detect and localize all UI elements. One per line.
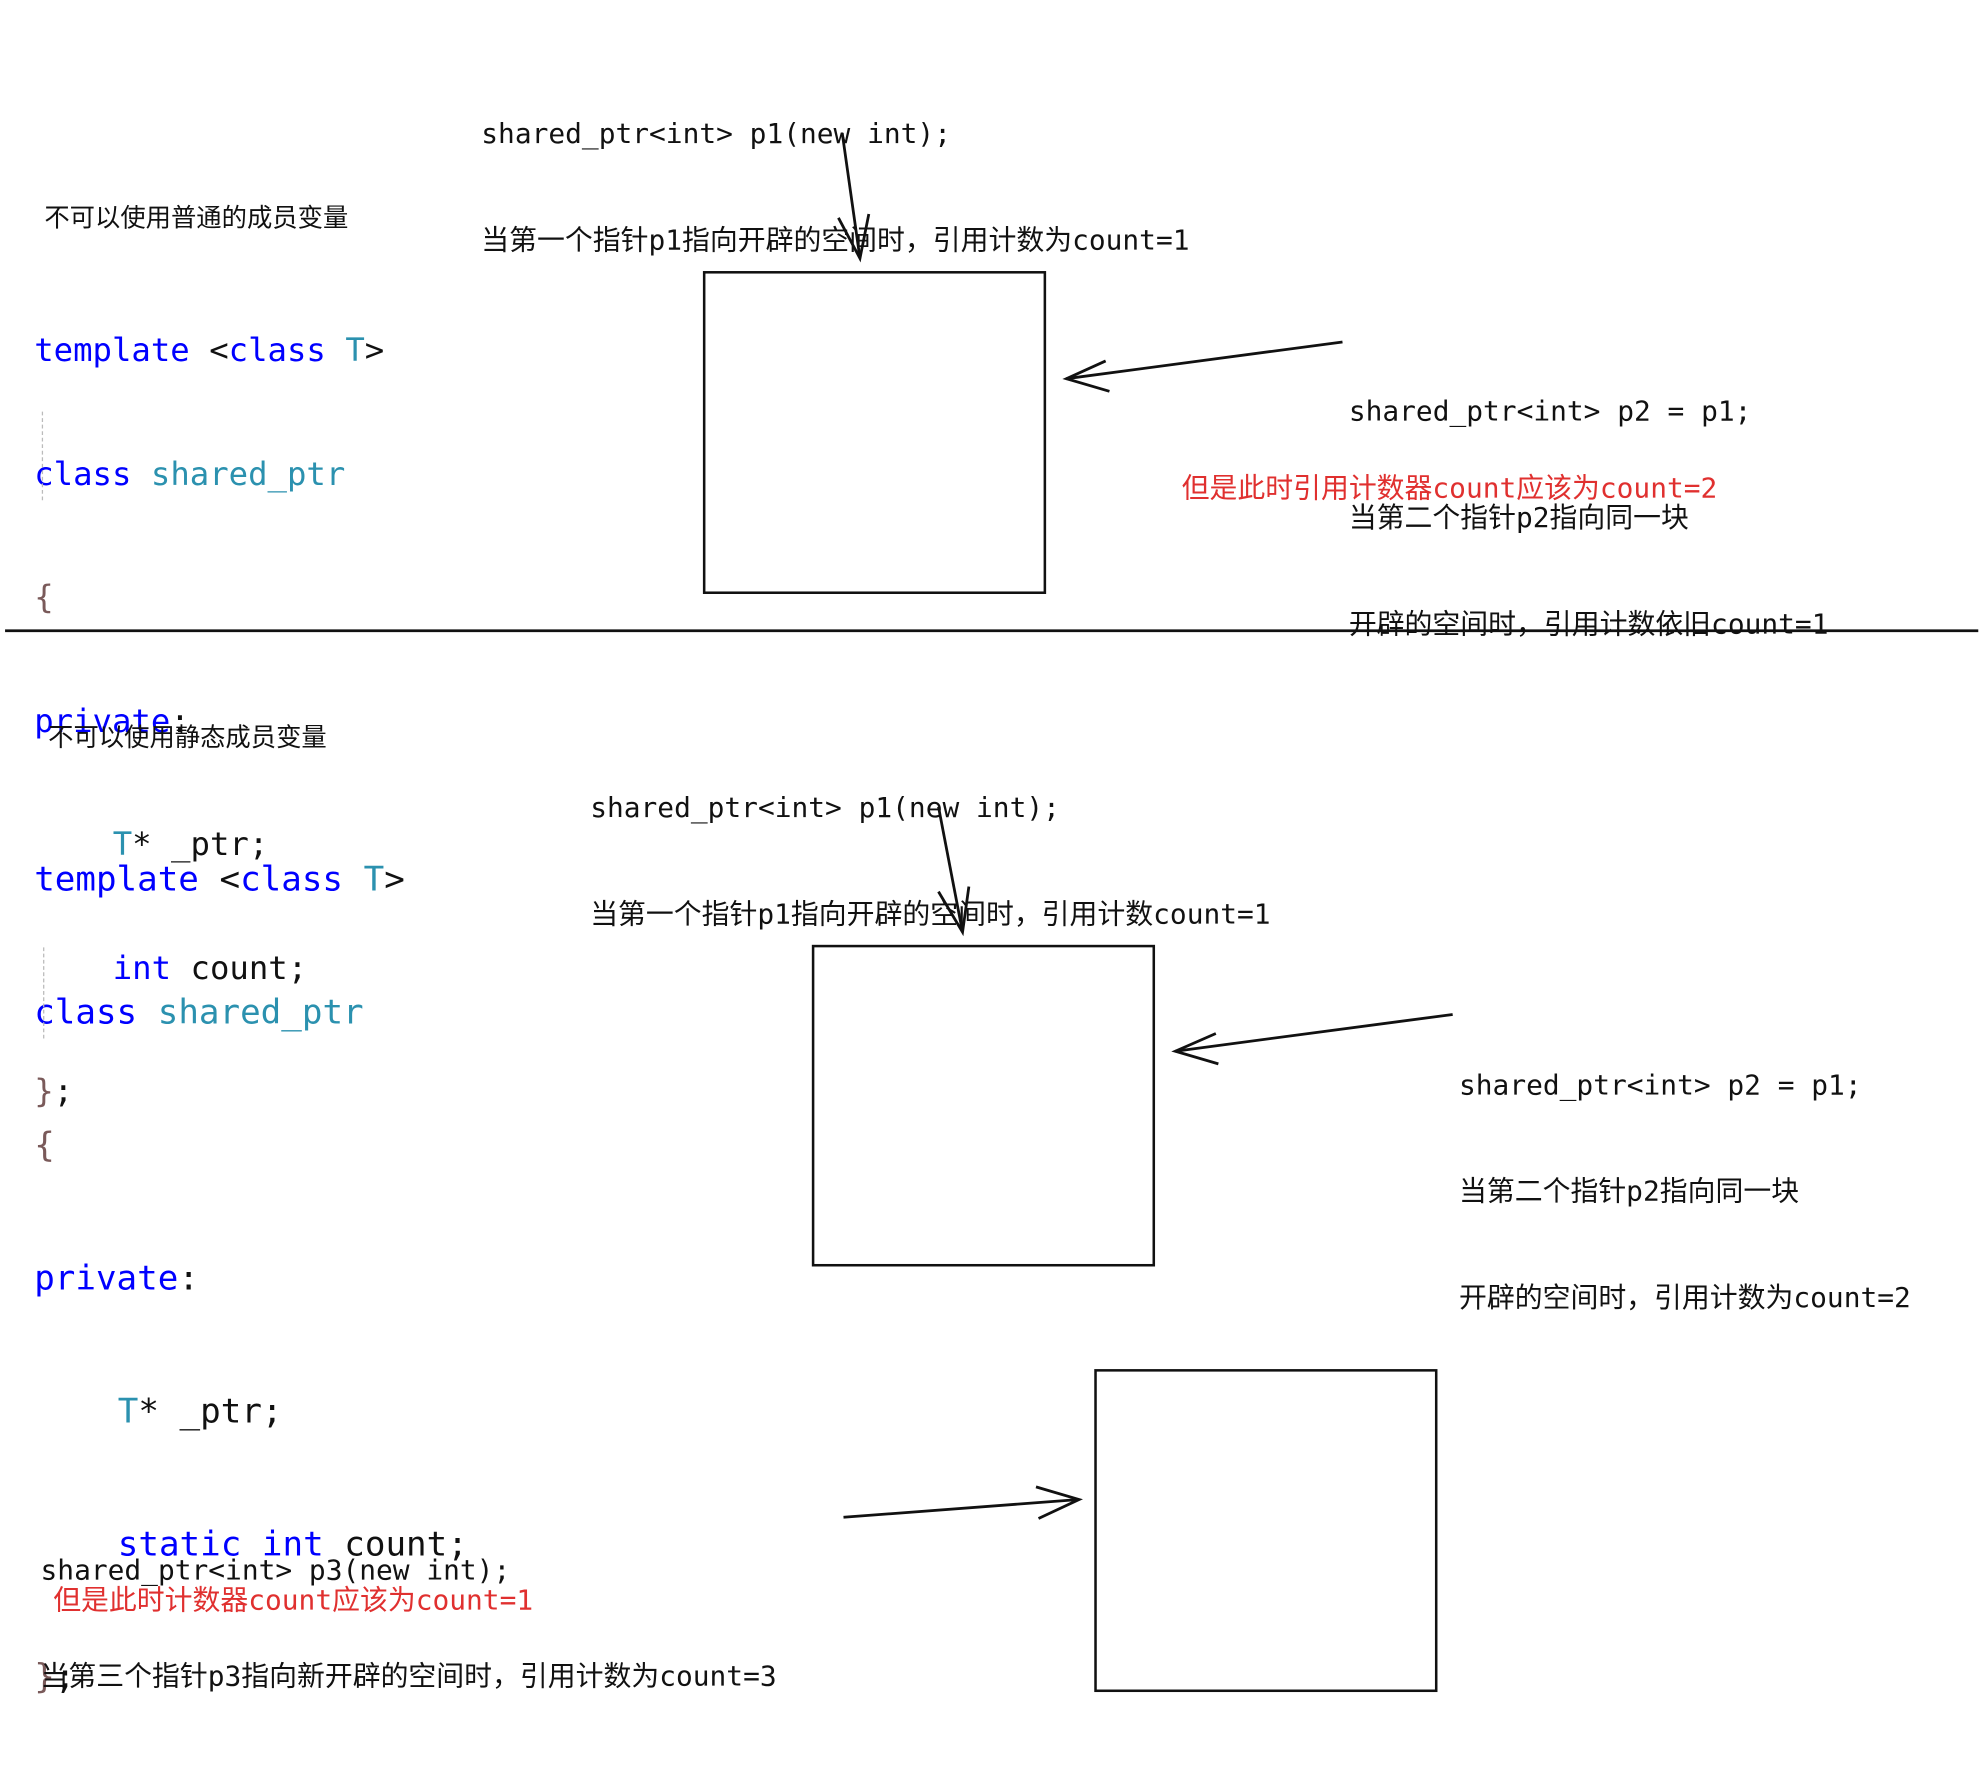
- caption-top: 不可以使用普通的成员变量: [44, 202, 349, 234]
- p2-code: shared_ptr<int> p2 = p1;: [1348, 396, 1752, 429]
- arrow-p1-top: [837, 132, 871, 263]
- p1-desc: 当第一个指针p1指向开辟的空间时，引用计数为count=1: [481, 225, 1190, 258]
- red-note-bottom: 但是此时计数器count应该为count=1: [53, 1585, 534, 1618]
- p1-note-bottom: shared_ptr<int> p1(new int); 当第一个指针p1指向开…: [590, 721, 1270, 1005]
- caption-bottom: 不可以使用静态成员变量: [48, 721, 327, 753]
- indent-guide: [43, 947, 45, 1039]
- memory-block-top: [702, 271, 1047, 594]
- code-line: {: [34, 578, 54, 617]
- p2-note-top: shared_ptr<int> p2 = p1; 当第二个指针p2指向同一块 开…: [1349, 324, 1829, 714]
- p2-note-bottom: shared_ptr<int> p2 = p1; 当第二个指针p2指向同一块 开…: [1459, 998, 1911, 1388]
- p1-note-top: shared_ptr<int> p1(new int); 当第一个指针p1指向开…: [481, 47, 1189, 331]
- p2-desc-line1: 当第二个指针p2指向同一块: [1459, 1176, 1800, 1209]
- code-line: {: [34, 1125, 55, 1166]
- p1-code: shared_ptr<int> p1(new int);: [590, 792, 1060, 825]
- p3-code: shared_ptr<int> p3(new int);: [40, 1555, 511, 1587]
- memory-block-shared: [811, 944, 1156, 1267]
- code-line: int count;: [112, 949, 308, 988]
- p1-desc: 当第一个指针p1指向开辟的空间时，引用计数count=1: [590, 899, 1271, 931]
- p2-desc-line2: 开辟的空间时，引用计数为count=2: [1459, 1282, 1911, 1315]
- arrow-p2-bottom: [1171, 1013, 1453, 1066]
- arrow-p3-bottom: [843, 1485, 1083, 1520]
- code-line: class shared_ptr: [34, 992, 364, 1033]
- p1-code: shared_ptr<int> p1(new int);: [481, 119, 951, 151]
- code-block-bottom: template <class T> class shared_ptr { pr…: [34, 769, 468, 1788]
- code-line: static int count;: [117, 1524, 468, 1565]
- code-line: template <class T>: [34, 859, 405, 900]
- arrow-p2-top: [1062, 340, 1343, 393]
- code-line: T* _ptr;: [117, 1391, 283, 1432]
- indent-guide: [41, 411, 44, 501]
- p2-code: shared_ptr<int> p2 = p1;: [1459, 1070, 1862, 1102]
- memory-block-new: [1094, 1369, 1438, 1693]
- code-block-top: template <class T> class shared_ptr { pr…: [34, 248, 384, 1195]
- p2-desc-line2: 开辟的空间时，引用计数依旧count=1: [1348, 609, 1829, 641]
- code-line: class shared_ptr: [34, 455, 346, 494]
- code-line: };: [34, 1657, 76, 1698]
- code-line: private:: [34, 702, 190, 741]
- red-note-top: 但是此时引用计数器count应该为count=2: [1181, 473, 1718, 506]
- code-line: };: [34, 1072, 74, 1111]
- arrow-p1-bottom: [937, 806, 971, 937]
- p3-desc: 当第三个指针p3指向新开辟的空间时，引用计数为count=3: [40, 1661, 777, 1694]
- p3-note: shared_ptr<int> p3(new int); 当第三个指针p3指向新…: [41, 1483, 777, 1767]
- code-line: T* _ptr;: [112, 825, 269, 864]
- code-line: private:: [34, 1258, 199, 1299]
- p2-desc-line1: 当第二个指针p2指向同一块: [1348, 502, 1689, 535]
- code-line: template <class T>: [34, 331, 385, 370]
